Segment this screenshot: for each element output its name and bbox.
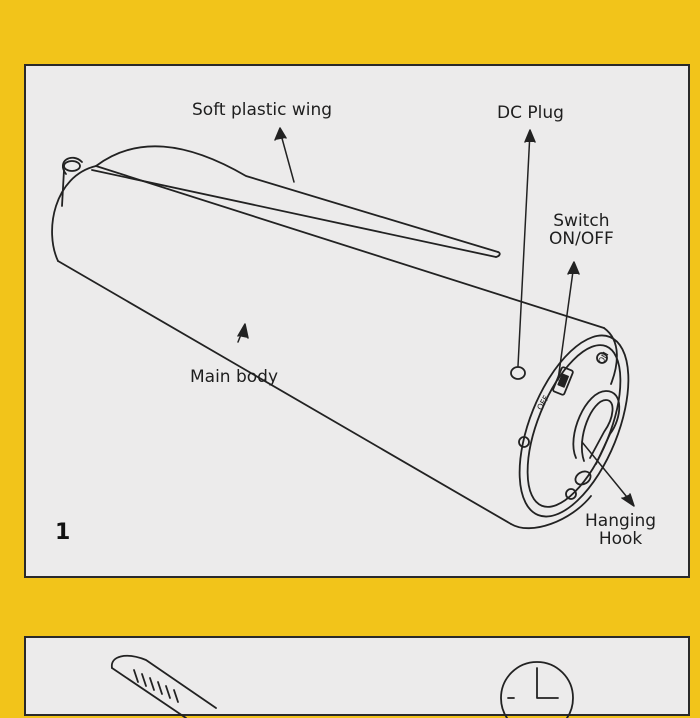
step-2-illustration — [111, 654, 574, 718]
leader-arrows — [237, 127, 635, 507]
wing-label: Soft plastic wing — [192, 100, 333, 120]
dc-plug-label: DC Plug — [497, 103, 564, 123]
screw — [518, 436, 530, 448]
main-body-label: Main body — [190, 367, 279, 387]
dc-plug-hole — [510, 366, 526, 380]
screw — [596, 352, 608, 364]
step-number: 1 — [55, 520, 71, 545]
step-2-panel — [24, 636, 690, 718]
hanging-hook-label: Hanging Hook — [585, 511, 657, 549]
hook-label-line2: Hook — [598, 528, 643, 549]
switch-label-line2: ON/OFF — [549, 228, 614, 249]
device-illustration — [51, 127, 635, 529]
step-1-panel: Soft plastic wing DC Plug Switch ON/OFF … — [24, 64, 690, 578]
screw — [565, 488, 577, 500]
wing-strip-drawing — [111, 654, 217, 718]
clock-icon — [500, 661, 574, 718]
hook-label-line1: Hanging — [585, 511, 657, 531]
soft-plastic-wing-drawing — [91, 145, 501, 258]
switch-label-line1: Switch — [553, 211, 610, 231]
switch-label: Switch ON/OFF — [549, 211, 614, 249]
hanging-hook-drawing — [572, 390, 621, 486]
